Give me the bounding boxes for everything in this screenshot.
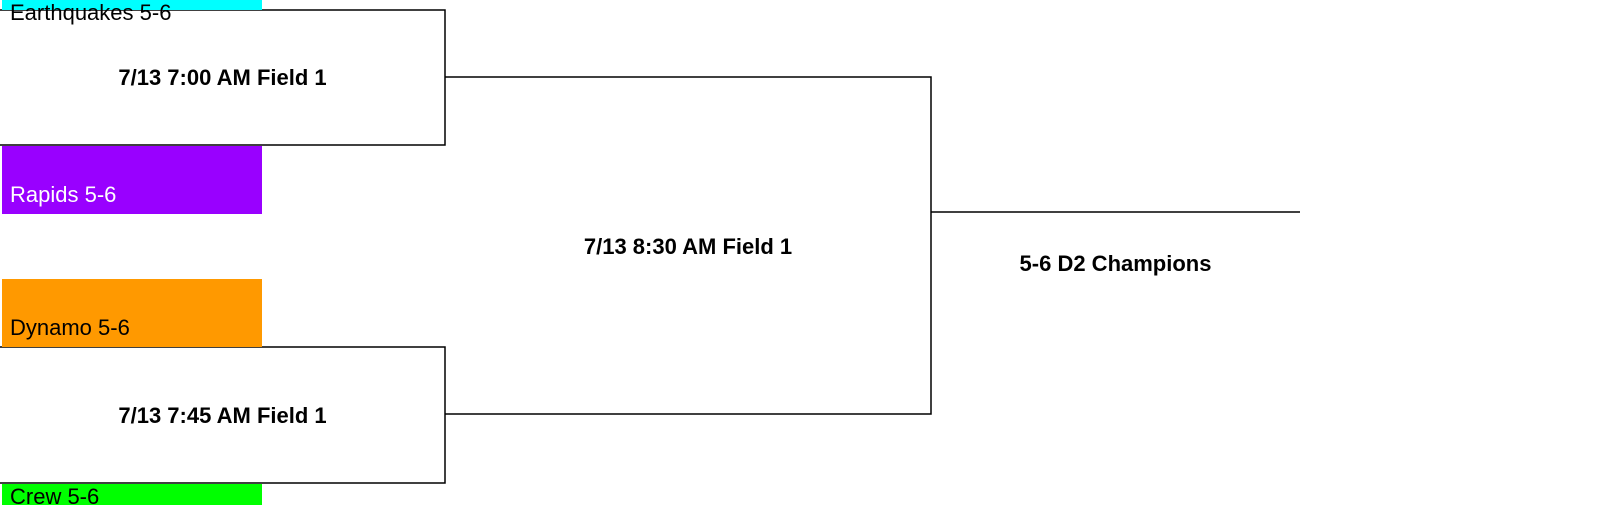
game1-label: 7/13 7:00 AM Field 1 bbox=[118, 65, 327, 90]
team-slot-3-label: Dynamo 5-6 bbox=[10, 315, 130, 340]
team-slot-1-label: Earthquakes 5-6 bbox=[10, 0, 172, 25]
final-connector-line bbox=[445, 76, 932, 415]
team-slot-4-label: Crew 5-6 bbox=[10, 484, 100, 509]
team-slot-1: Earthquakes 5-6 bbox=[2, 0, 262, 24]
team-slot-2: Rapids 5-6 bbox=[2, 146, 262, 214]
game2-label: 7/13 7:45 AM Field 1 bbox=[118, 403, 327, 428]
champion-label: 5-6 D2 Champions bbox=[1019, 251, 1212, 276]
game2-box-line bbox=[0, 346, 446, 484]
team-slot-4: Crew 5-6 bbox=[2, 484, 262, 509]
final-game-label: 7/13 8:30 AM Field 1 bbox=[583, 234, 793, 259]
team-slot-3: Dynamo 5-6 bbox=[2, 279, 262, 347]
team-slot-2-label: Rapids 5-6 bbox=[10, 182, 117, 207]
